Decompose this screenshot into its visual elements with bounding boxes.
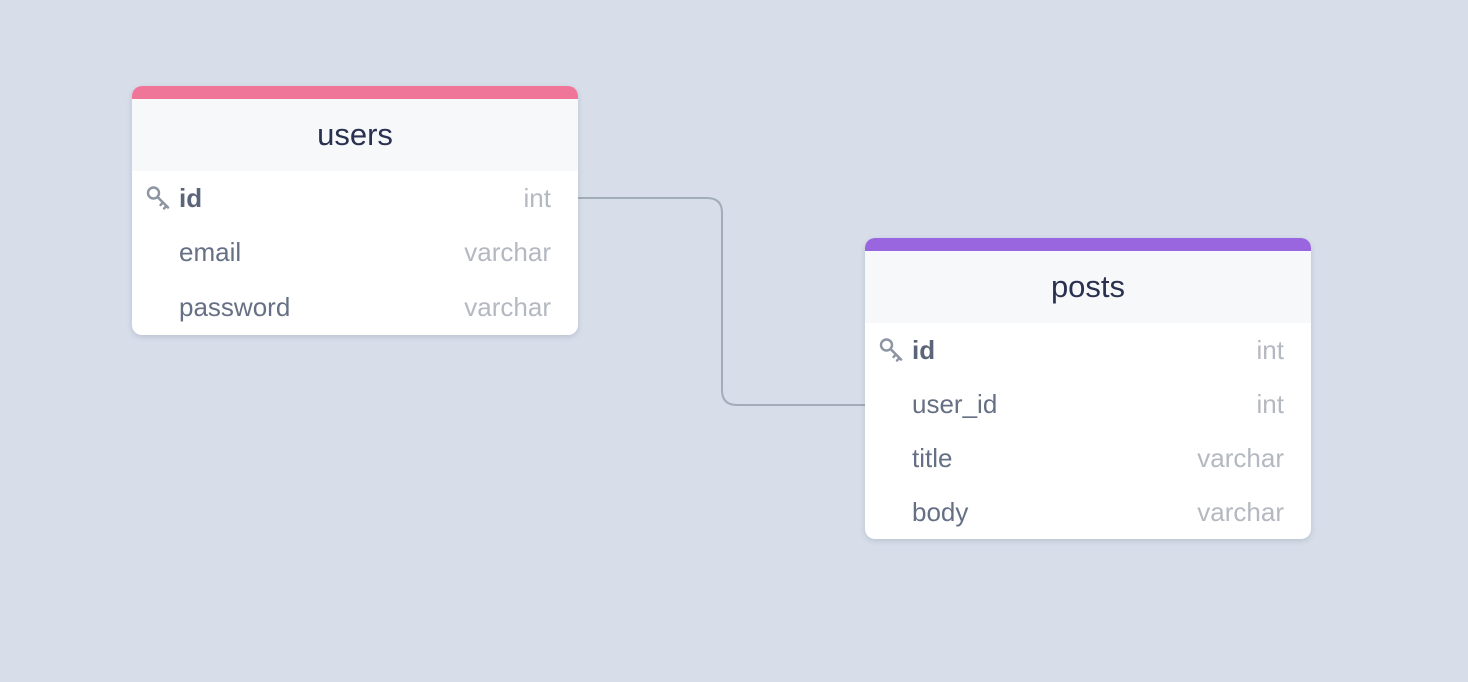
column-row-title[interactable]: title varchar xyxy=(865,431,1311,485)
column-type: varchar xyxy=(464,291,551,322)
column-name: title xyxy=(912,442,953,473)
column-type: varchar xyxy=(1197,496,1284,527)
table-accent-bar xyxy=(865,238,1311,251)
table-title: users xyxy=(132,99,578,171)
table-title: posts xyxy=(865,251,1311,323)
column-type: int xyxy=(1256,388,1284,419)
column-type: varchar xyxy=(1197,442,1284,473)
column-type: int xyxy=(1256,334,1284,365)
column-row-email[interactable]: email varchar xyxy=(132,225,578,279)
column-row-user-id[interactable]: user_id int xyxy=(865,377,1311,431)
column-name: id xyxy=(179,182,203,213)
table-posts[interactable]: posts id int user_id int title varchar xyxy=(865,238,1311,539)
table-users[interactable]: users id int email varchar password varc… xyxy=(132,86,578,335)
column-name: user_id xyxy=(912,388,998,419)
column-name: body xyxy=(912,496,969,527)
column-name: password xyxy=(179,291,291,322)
relationship-line-users-id-posts-user-id[interactable] xyxy=(578,197,865,406)
column-row-id[interactable]: id int xyxy=(865,323,1311,377)
key-icon xyxy=(132,184,179,212)
column-row-id[interactable]: id int xyxy=(132,171,578,225)
column-type: varchar xyxy=(464,236,551,267)
column-name: email xyxy=(179,236,242,267)
column-row-password[interactable]: password varchar xyxy=(132,279,578,335)
column-name: id xyxy=(912,334,936,365)
key-icon xyxy=(865,336,912,364)
table-accent-bar xyxy=(132,86,578,99)
column-type: int xyxy=(523,182,551,213)
column-row-body[interactable]: body varchar xyxy=(865,485,1311,539)
